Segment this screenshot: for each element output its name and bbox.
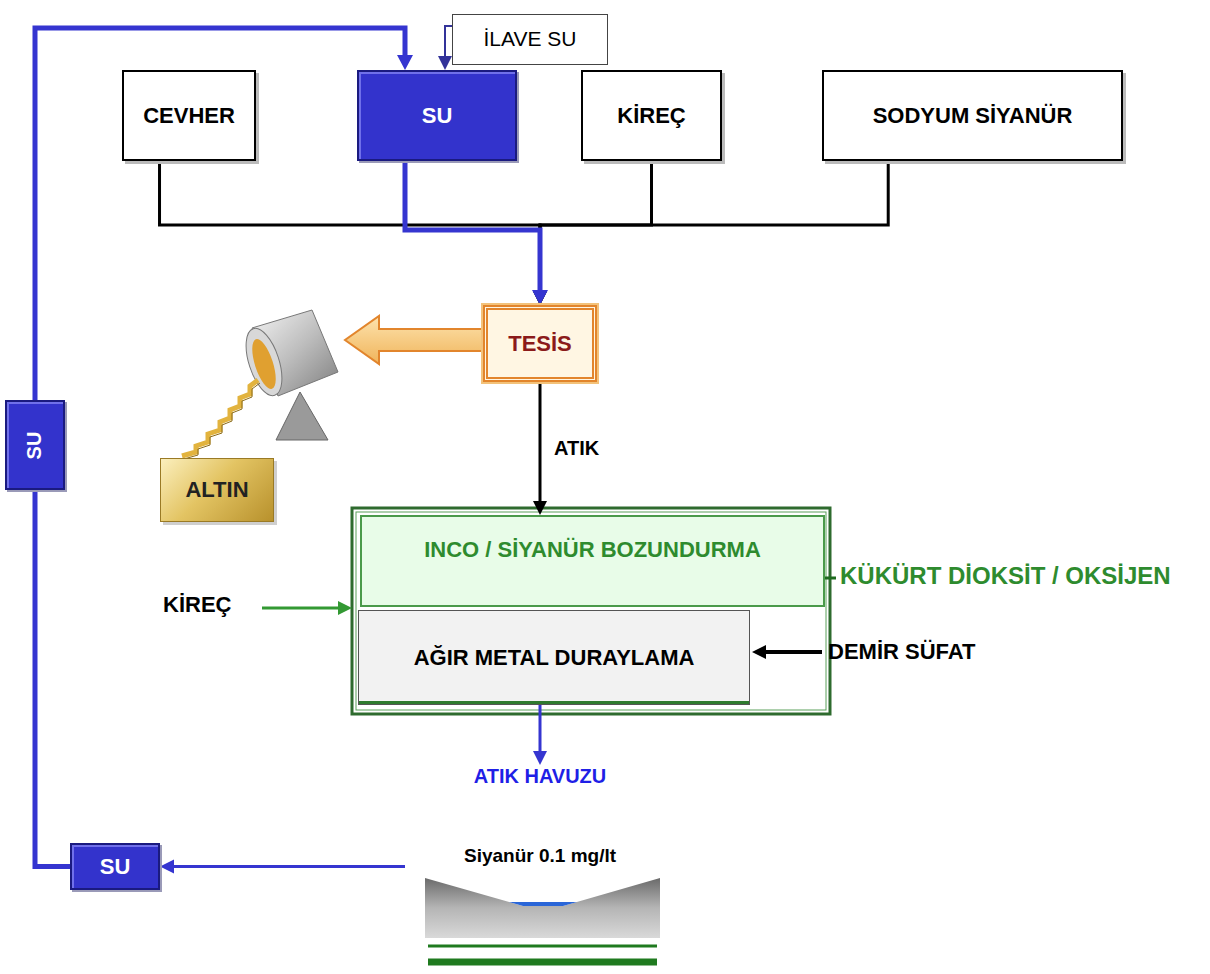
water-box: SU [357, 70, 517, 161]
node-label: Siyanür 0.1 mg/lt [405, 845, 675, 867]
pond-illustration [405, 876, 675, 940]
node-label: İLAVE SU [484, 27, 577, 51]
node-label: INCO / SİYANÜR BOZUNDURMA [424, 537, 761, 562]
connector-line [445, 26, 452, 58]
arrowhead [533, 291, 547, 305]
connector-line [539, 382, 542, 503]
node-label: CEVHER [143, 103, 235, 128]
node-label: AĞIR METAL DURAYLAMA [414, 645, 695, 670]
water-line [405, 161, 548, 305]
node-label: SU [422, 103, 453, 128]
cyanide-destruction-box: INCO / SİYANÜR BOZUNDURMA [360, 515, 825, 607]
connector-line [172, 865, 405, 868]
edge-label: ATIK [552, 437, 601, 460]
node-label: ATIK HAVUZU [405, 765, 675, 788]
node-label: SU [23, 431, 46, 459]
connector-line [539, 705, 542, 753]
water-return-box: SU [5, 400, 65, 490]
water-line [35, 490, 70, 867]
tailings-pond: ATIK HAVUZU Siyanür 0.1 mg/lt [405, 765, 675, 940]
liner-line [428, 945, 657, 948]
input-label: KİREÇ [163, 592, 231, 617]
node-label: SODYUM SİYANÜR [873, 103, 1073, 128]
node-label: ALTIN [160, 458, 274, 522]
arrowhead [532, 290, 548, 305]
plant-box: TESİS [483, 305, 597, 382]
arrowhead [397, 55, 413, 70]
arrowhead [533, 751, 547, 765]
ferric-leader [766, 650, 822, 654]
connector-line [540, 161, 652, 293]
lime-leader [262, 607, 340, 610]
connector-line [35, 490, 70, 867]
node-label: KİREÇ [617, 103, 685, 128]
connector-line [405, 161, 540, 292]
connector-line [35, 28, 405, 400]
product-arrow [345, 316, 483, 364]
feed-line [160, 161, 547, 305]
arrowhead [438, 56, 452, 70]
water-line [160, 860, 405, 874]
node-label: TESİS [508, 331, 572, 356]
connector-line [160, 161, 540, 293]
input-label: KÜKÜRT DİOKSİT / OKSİJEN [840, 562, 1171, 590]
input-label: DEMİR SÜFAT [828, 639, 975, 664]
arrowhead [533, 291, 547, 305]
connector-line [540, 161, 888, 293]
waste-arrow [533, 382, 547, 515]
gold-product: ALTIN [160, 300, 345, 522]
arrowhead [160, 860, 174, 874]
lime-arrowhead [338, 601, 352, 615]
feed-line [533, 161, 652, 305]
water-line [533, 705, 547, 765]
treatment-frame [352, 508, 830, 714]
heavy-metal-box: AĞIR METAL DURAYLAMA [358, 610, 750, 705]
feed-line [533, 161, 888, 305]
water-box: SU [70, 843, 160, 890]
makeup-water-arrow [438, 26, 452, 70]
input-box: İLAVE SU [452, 14, 608, 65]
liner-line [428, 959, 657, 966]
input-box: KİREÇ [581, 70, 722, 161]
ferric-arrowhead [752, 645, 766, 659]
input-box: CEVHER [122, 70, 256, 161]
treatment-frame-inner [356, 512, 826, 710]
node-label: SU [100, 854, 131, 879]
arrow-body [345, 316, 483, 364]
input-box: SODYUM SİYANÜR [822, 70, 1123, 161]
arrowhead [533, 291, 547, 305]
arrowhead [533, 501, 547, 515]
